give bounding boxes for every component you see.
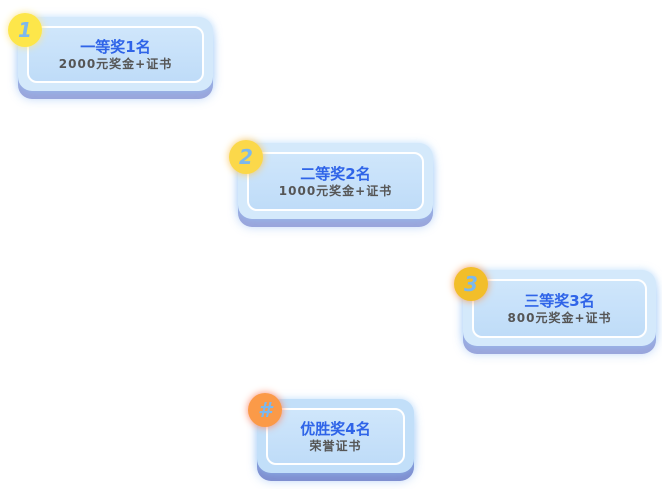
award-title: 优胜奖4名 bbox=[300, 419, 371, 438]
award-card-first: 一等奖1名 2000元奖金+证书 bbox=[18, 17, 213, 99]
award-prize: 800元奖金+证书 bbox=[507, 310, 612, 325]
award-card-third: 三等奖3名 800元奖金+证书 bbox=[463, 270, 656, 354]
award-prize: 2000元奖金+证书 bbox=[58, 56, 173, 71]
award-card-merit: 优胜奖4名 荣誉证书 bbox=[257, 399, 414, 481]
rank-badge-2: 2 bbox=[229, 140, 263, 174]
award-title: 一等奖1名 bbox=[80, 37, 151, 56]
rank-badge-1: 1 bbox=[8, 13, 42, 47]
award-title: 三等奖3名 bbox=[524, 291, 595, 310]
award-title: 二等奖2名 bbox=[300, 164, 371, 183]
award-prize: 荣誉证书 bbox=[309, 438, 362, 453]
award-card-second: 二等奖2名 1000元奖金+证书 bbox=[238, 143, 433, 227]
award-prize: 1000元奖金+证书 bbox=[278, 183, 393, 198]
rank-badge-3: 3 bbox=[454, 267, 488, 301]
rank-badge-merit: # bbox=[248, 393, 282, 427]
